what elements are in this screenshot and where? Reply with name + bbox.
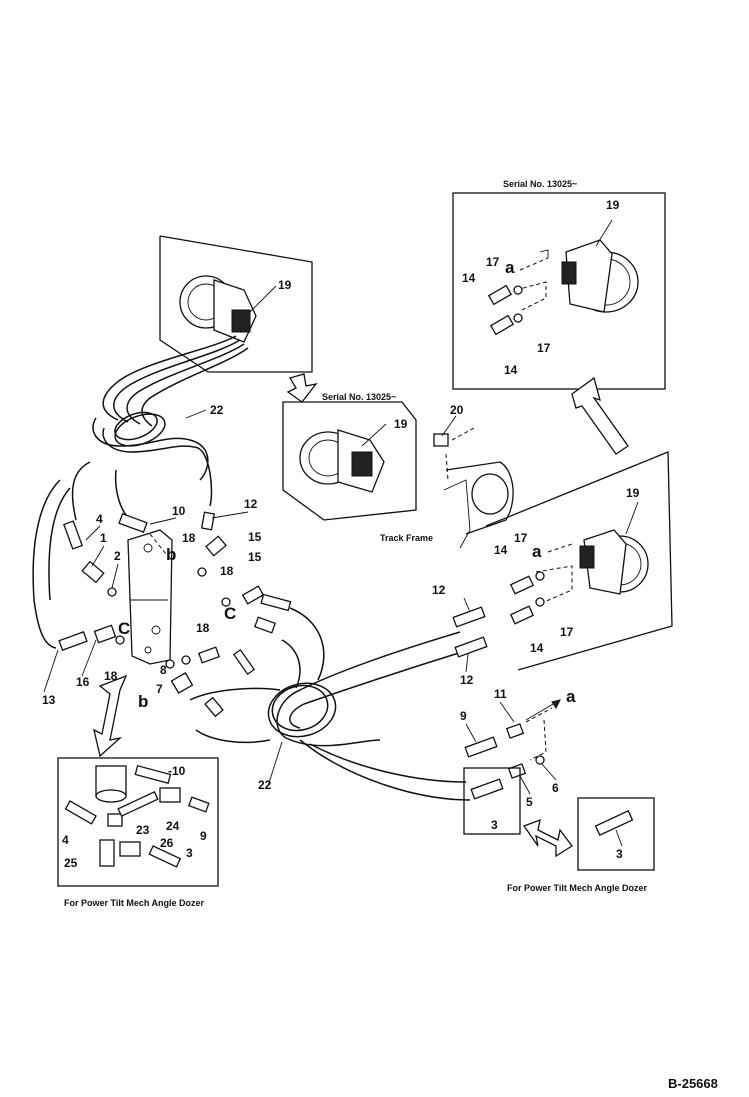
inset-top-right-motor [452, 192, 666, 390]
drawing-code: B-25668 [668, 1076, 718, 1091]
part-callouts: 19 17 14 17 14 a 19 22 19 20 19 17 14 a … [42, 198, 640, 870]
callout-14: 14 [462, 271, 476, 285]
callout-15: 15 [248, 530, 262, 544]
arrow-down-to-middle-inset [286, 373, 318, 403]
callout-15: 15 [248, 550, 262, 564]
callout-3: 3 [186, 846, 193, 860]
serial-label-top: Serial No. 13025~ [503, 179, 577, 189]
callout-26: 26 [160, 836, 174, 850]
callout-25: 25 [64, 856, 78, 870]
callout-3: 3 [616, 847, 623, 861]
callout-10: 10 [172, 504, 186, 518]
caption-right: For Power Tilt Mech Angle Dozer [507, 883, 648, 893]
callout-18: 18 [196, 621, 210, 635]
callout-17: 17 [514, 531, 528, 545]
callout-1: 1 [100, 531, 107, 545]
letter-a: a [505, 258, 515, 277]
callout-5: 5 [526, 795, 533, 809]
serial-label-middle: Serial No. 13025~ [322, 392, 396, 402]
callout-19: 19 [626, 486, 640, 500]
callout-18: 18 [104, 669, 118, 683]
letter-b: b [138, 692, 148, 711]
callout-20: 20 [450, 403, 464, 417]
inset-bottom-right [463, 767, 655, 871]
callout-17: 17 [537, 341, 551, 355]
callout-14: 14 [530, 641, 544, 655]
callout-12: 12 [432, 583, 446, 597]
callout-9: 9 [200, 829, 207, 843]
callout-13: 13 [42, 693, 56, 707]
callout-2: 2 [114, 549, 121, 563]
main-hoses [32, 417, 471, 801]
inset-middle-serial [282, 401, 417, 521]
pointer-a [525, 699, 561, 721]
letter-c: C [224, 604, 236, 623]
callout-12: 12 [460, 673, 474, 687]
callout-17: 17 [486, 255, 500, 269]
callout-9: 9 [460, 709, 467, 723]
callout-4: 4 [62, 833, 69, 847]
arrow-down-to-bottom-inset [93, 674, 128, 758]
callout-6: 6 [552, 781, 559, 795]
double-arrow-right [522, 818, 573, 858]
callout-22: 22 [258, 778, 272, 792]
letter-b: b [166, 545, 176, 564]
callout-18: 18 [182, 531, 196, 545]
callout-19: 19 [394, 417, 408, 431]
fittings [58, 511, 553, 800]
callout-14: 14 [494, 543, 508, 557]
callout-4: 4 [96, 512, 103, 526]
hose-loop-top [114, 411, 166, 447]
caption-left: For Power Tilt Mech Angle Dozer [64, 898, 205, 908]
right-motor [485, 451, 673, 671]
track-frame [433, 427, 514, 549]
callout-18: 18 [220, 564, 234, 578]
callout-22: 22 [210, 403, 224, 417]
callout-23: 23 [136, 823, 150, 837]
arrow-up-to-inset [571, 376, 629, 455]
letter-a: a [566, 687, 576, 706]
callout-11: 11 [494, 687, 507, 701]
callout-12: 12 [244, 497, 258, 511]
track-frame-label: Track Frame [380, 533, 433, 543]
callout-8: 8 [160, 663, 167, 677]
inset-left-motor [102, 235, 313, 427]
callout-7: 7 [156, 682, 163, 696]
callout-10: -10 [168, 764, 186, 778]
callout-17: 17 [560, 625, 574, 639]
callout-14: 14 [504, 363, 518, 377]
letter-a: a [532, 542, 542, 561]
hose-loop-bottom [267, 682, 337, 738]
callout-19: 19 [606, 198, 620, 212]
callout-19: 19 [278, 278, 292, 292]
callout-3: 3 [491, 818, 498, 832]
letter-c: C [118, 619, 130, 638]
leader-lines [43, 285, 623, 847]
inset-bottom-left [57, 757, 219, 887]
callout-16: 16 [76, 675, 90, 689]
callout-24: 24 [166, 819, 180, 833]
